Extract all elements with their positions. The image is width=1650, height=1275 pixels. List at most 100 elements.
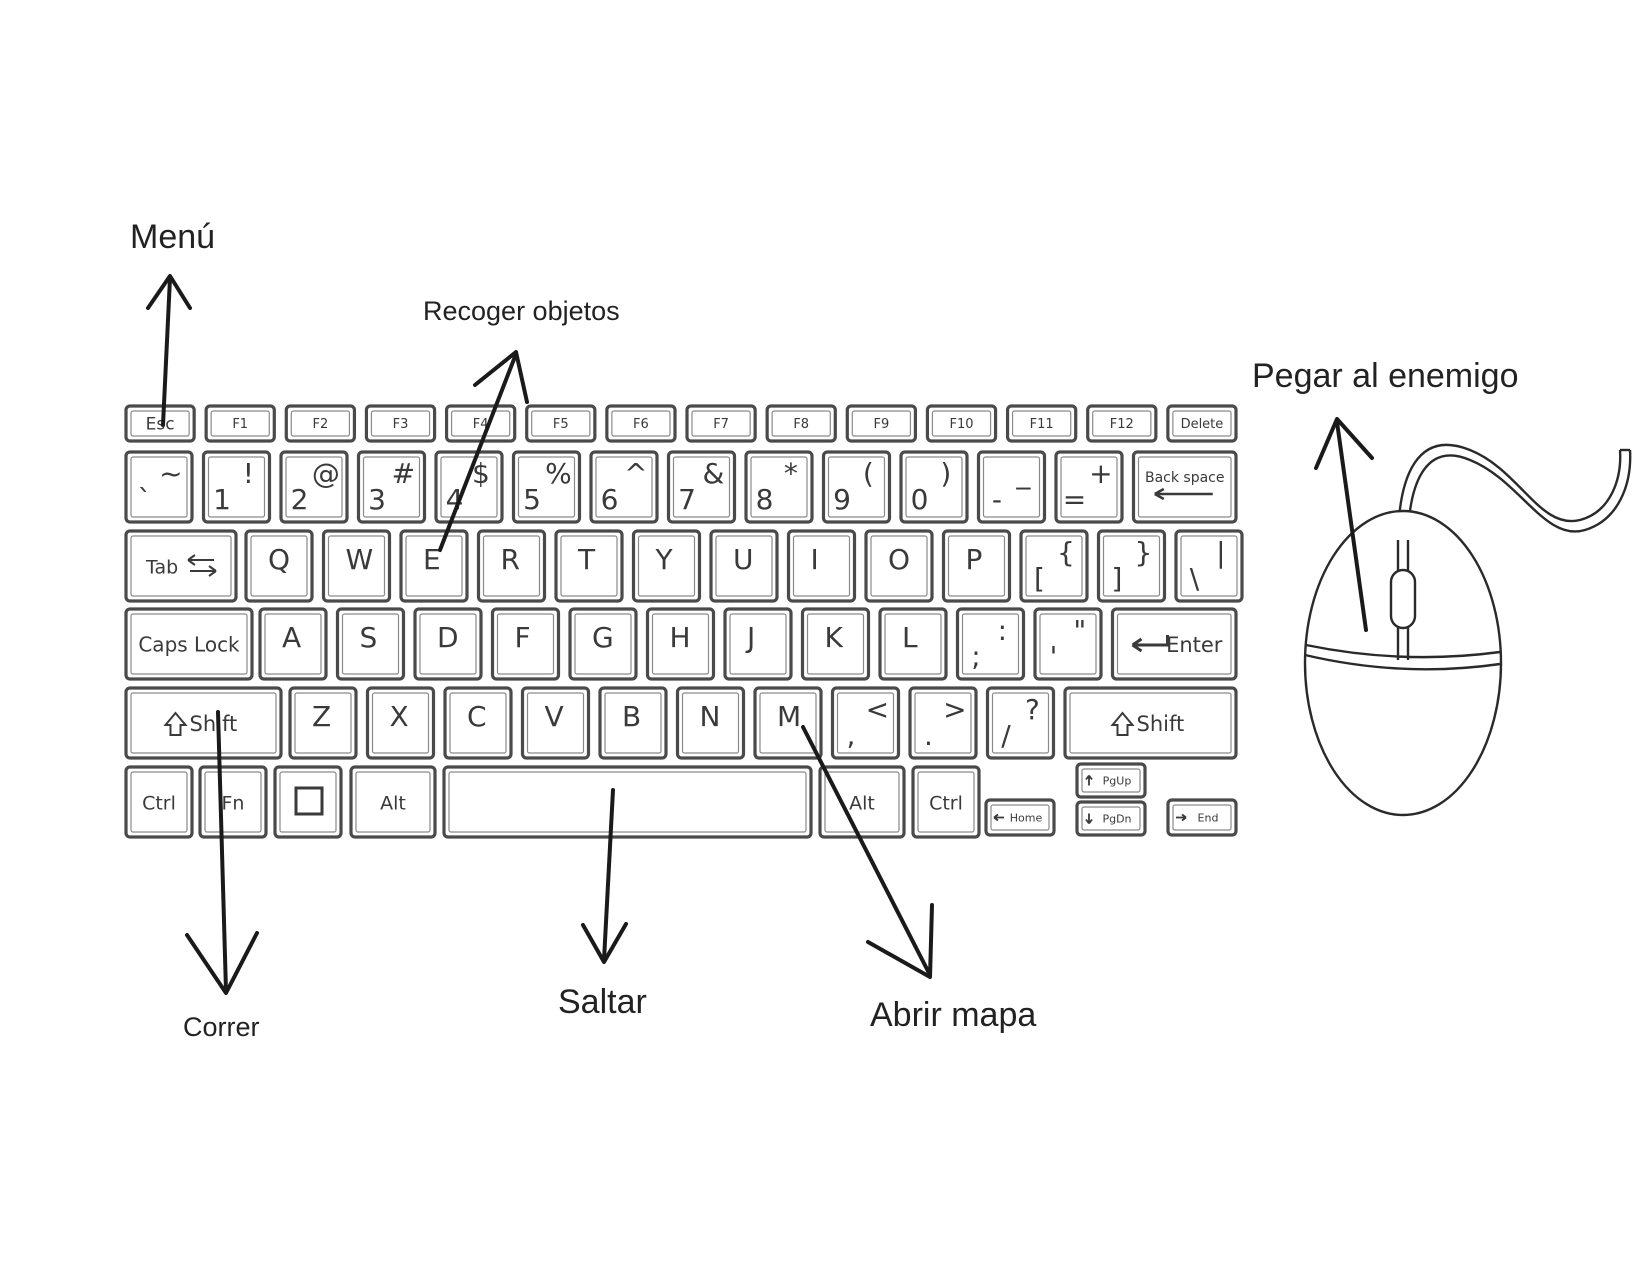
key-cap: [341, 613, 400, 675]
key-i[interactable]: I: [786, 529, 857, 603]
key-esc[interactable]: Esc: [124, 404, 196, 443]
key-alt-left[interactable]: Alt: [349, 765, 437, 839]
key-main-label: ]: [1112, 562, 1123, 595]
key-l[interactable]: L: [878, 607, 948, 681]
key-7[interactable]: &7: [666, 450, 737, 524]
key-y[interactable]: Y: [631, 529, 702, 603]
key-symbol[interactable]: "': [1033, 607, 1103, 681]
key-1[interactable]: !1: [201, 450, 272, 524]
key-r[interactable]: R: [476, 529, 547, 603]
key-symbol[interactable]: +=: [1054, 450, 1124, 524]
key-f8[interactable]: F8: [765, 404, 837, 443]
key-f4[interactable]: F4: [444, 404, 517, 443]
key-enter[interactable]: Enter: [1110, 607, 1238, 681]
key-a[interactable]: A: [258, 607, 328, 681]
key-symbol[interactable]: <,: [830, 686, 901, 760]
key-space[interactable]: [442, 765, 813, 839]
key-2[interactable]: @2: [279, 450, 349, 524]
key-cap: [851, 410, 912, 437]
key-backspace[interactable]: Back space: [1131, 450, 1238, 524]
key-m[interactable]: M: [753, 686, 823, 760]
key-symbol[interactable]: >.: [908, 686, 978, 760]
right-arrow-icon: [1176, 813, 1187, 822]
key-f12[interactable]: F12: [1086, 404, 1158, 443]
key-shift-label: (: [863, 457, 874, 490]
key-z[interactable]: Z: [288, 686, 358, 760]
key-symbol[interactable]: {[: [1019, 529, 1089, 603]
key-c[interactable]: C: [443, 686, 513, 760]
key-pgdn[interactable]: PgDn: [1075, 800, 1147, 837]
key-cap: [371, 692, 430, 754]
key-ctrl-left[interactable]: Ctrl: [124, 765, 194, 839]
key-tab[interactable]: Tab: [124, 529, 238, 603]
key-q[interactable]: Q: [244, 529, 314, 603]
key-end[interactable]: End: [1166, 798, 1238, 837]
key-symbol[interactable]: _-: [976, 450, 1047, 524]
key-p[interactable]: P: [941, 529, 1012, 603]
key-k[interactable]: K: [800, 607, 871, 681]
key-symbol[interactable]: ?/: [985, 686, 1056, 760]
key-cap: [931, 410, 992, 437]
key-caps-lock[interactable]: Caps Lock: [124, 607, 254, 681]
key-f5[interactable]: F5: [525, 404, 597, 443]
key-n[interactable]: N: [675, 686, 746, 760]
label-recoger-objetos: Recoger objetos: [423, 296, 620, 326]
key-h[interactable]: H: [645, 607, 716, 681]
key-f11[interactable]: F11: [1005, 404, 1078, 443]
key-label: Shift: [190, 712, 238, 736]
key-delete[interactable]: Delete: [1166, 404, 1238, 443]
key-t[interactable]: T: [554, 529, 624, 603]
key-b[interactable]: B: [598, 686, 668, 760]
key-shift-right[interactable]: Shift: [1063, 686, 1238, 760]
key-home[interactable]: Home: [984, 798, 1056, 837]
key-fn[interactable]: Fn: [198, 765, 268, 839]
key-f1[interactable]: F1: [204, 404, 276, 443]
key-label: Y: [655, 543, 674, 576]
key-f[interactable]: F: [490, 607, 561, 681]
key-3[interactable]: #3: [356, 450, 427, 524]
key-f2[interactable]: F2: [284, 404, 357, 443]
key-f9[interactable]: F9: [845, 404, 918, 443]
key-o[interactable]: O: [864, 529, 934, 603]
key-j[interactable]: J: [723, 607, 793, 681]
key-5[interactable]: %5: [511, 450, 582, 524]
key-f6[interactable]: F6: [605, 404, 677, 443]
key-cap: [681, 692, 740, 754]
key-s[interactable]: S: [335, 607, 406, 681]
key-symbol[interactable]: :;: [955, 607, 1026, 681]
key-cap: [362, 456, 421, 518]
key-shift-label: |: [1216, 536, 1225, 569]
key-f7[interactable]: F7: [685, 404, 757, 443]
key-cap: [1039, 613, 1097, 675]
key-windows[interactable]: [273, 765, 343, 839]
key-ctrl-right[interactable]: Ctrl: [911, 765, 981, 839]
key-g[interactable]: G: [568, 607, 638, 681]
label-abrir-mapa: Abrir mapa: [870, 996, 1037, 1034]
key-d[interactable]: D: [413, 607, 483, 681]
shift-arrow-icon: [163, 711, 188, 736]
key-cap: [130, 771, 188, 833]
key-label: G: [592, 621, 614, 654]
key-9[interactable]: (9: [821, 450, 892, 524]
key-w[interactable]: W: [321, 529, 392, 603]
key-4[interactable]: $4: [434, 450, 504, 524]
key-cap: [1092, 410, 1152, 437]
key-e[interactable]: E: [399, 529, 469, 603]
key-8[interactable]: *8: [744, 450, 814, 524]
key-x[interactable]: X: [365, 686, 436, 760]
key-alt-right[interactable]: Alt: [818, 765, 906, 839]
key-0[interactable]: )0: [899, 450, 969, 524]
key-6[interactable]: ^6: [589, 450, 659, 524]
key-cap: [250, 535, 308, 597]
key-pgup[interactable]: PgUp: [1075, 762, 1147, 799]
key-f3[interactable]: F3: [364, 404, 437, 443]
key-symbol[interactable]: }]: [1096, 529, 1167, 603]
key-u[interactable]: U: [709, 529, 779, 603]
key-cap: [130, 456, 188, 518]
key-shift-left[interactable]: Shift: [124, 686, 283, 760]
key-symbol[interactable]: ~`: [124, 450, 194, 524]
key-symbol[interactable]: |\: [1174, 529, 1244, 603]
key-cap: [130, 692, 277, 754]
key-v[interactable]: V: [520, 686, 591, 760]
key-f10[interactable]: F10: [925, 404, 998, 443]
